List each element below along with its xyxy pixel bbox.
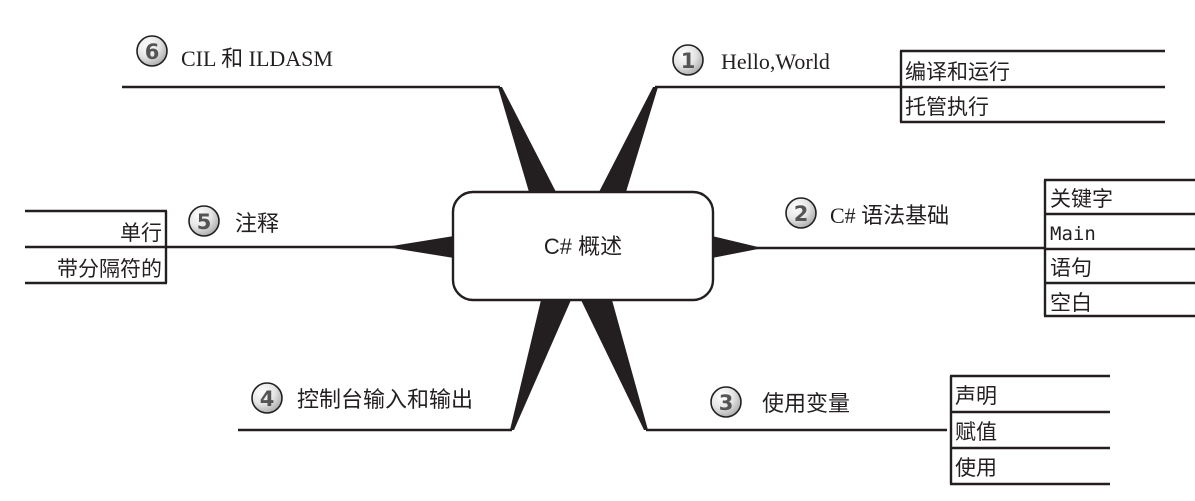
branch-title: 控制台输入和输出 xyxy=(297,387,473,412)
branch-3[interactable]: 3 使用变量 xyxy=(710,386,850,418)
connector-spike-6 xyxy=(498,87,556,192)
connector-spike-3 xyxy=(581,300,648,430)
number-badge-2: 2 xyxy=(785,197,817,229)
branch-title: 注释 xyxy=(235,211,279,236)
connector-spike-1 xyxy=(599,87,658,192)
branch-lines xyxy=(122,85,1044,432)
branch-title: C# 语法基础 xyxy=(830,203,949,228)
leaf-item[interactable]: 带分隔符的 xyxy=(57,258,162,281)
branch-4[interactable]: 4 控制台输入和输出 xyxy=(251,382,473,414)
branch-title: 使用变量 xyxy=(762,391,850,416)
leaf-item[interactable]: 单行 xyxy=(120,222,162,245)
connector-spike-2 xyxy=(712,236,758,258)
number-badge-5: 5 xyxy=(188,205,220,237)
number-badge-1: 1 xyxy=(672,44,704,76)
leaf-item[interactable]: 空白 xyxy=(1050,292,1092,315)
number-badge-4: 4 xyxy=(251,382,283,414)
leaf-item[interactable]: Main xyxy=(1050,223,1096,245)
branch-title: CIL 和 ILDASM xyxy=(181,46,333,71)
connectors xyxy=(392,87,758,430)
leaf-item[interactable]: 关键字 xyxy=(1050,188,1113,211)
connector-spike-5 xyxy=(392,236,454,258)
leaf-table-3 xyxy=(949,374,1110,486)
central-node[interactable]: C# 概述 xyxy=(451,190,715,302)
branch-1[interactable]: 1 Hello,World xyxy=(672,44,830,76)
leaf-item[interactable]: 使用 xyxy=(955,457,997,480)
leaf-item[interactable]: 编译和运行 xyxy=(905,61,1010,84)
central-node-label: C# 概述 xyxy=(544,234,622,259)
branch-title: Hello,World xyxy=(721,49,830,74)
branch-5[interactable]: 5 注释 xyxy=(188,205,279,237)
badge-number: 5 xyxy=(197,210,212,234)
badge-number: 6 xyxy=(145,40,160,64)
leaf-item[interactable]: 托管执行 xyxy=(905,96,989,119)
badge-number: 2 xyxy=(794,202,809,226)
connector-spike-4 xyxy=(510,300,571,430)
leaf-item[interactable]: 赋值 xyxy=(955,421,997,444)
leaf-table-5 xyxy=(25,209,168,285)
branch-6[interactable]: 6 CIL 和 ILDASM xyxy=(136,35,333,71)
badge-number: 4 xyxy=(260,387,275,411)
number-badge-6: 6 xyxy=(136,35,168,67)
number-badge-3: 3 xyxy=(710,386,742,418)
badge-number: 1 xyxy=(681,49,696,73)
badge-number: 3 xyxy=(719,391,734,415)
leaf-table-2 xyxy=(1043,178,1195,318)
leaf-item[interactable]: 声明 xyxy=(955,385,997,408)
leaf-table-1 xyxy=(899,49,1165,124)
leaf-item[interactable]: 语句 xyxy=(1050,257,1092,280)
branch-2[interactable]: 2 C# 语法基础 xyxy=(785,197,949,229)
